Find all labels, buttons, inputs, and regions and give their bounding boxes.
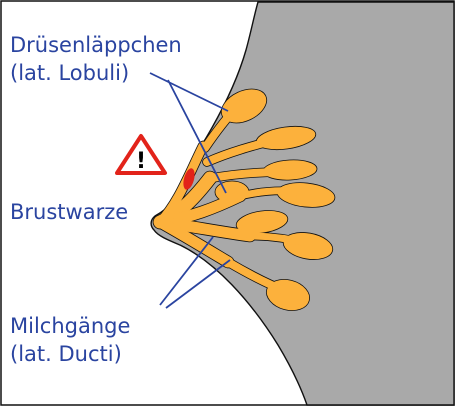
label-ducts: Milchgänge (lat. Ducti) [10, 312, 130, 368]
label-ducts-title: Milchgänge [10, 312, 130, 340]
label-ducts-latin: (lat. Ducti) [10, 340, 130, 368]
label-lobuli-title: Drüsenläppchen [10, 31, 182, 59]
label-nipple: Brustwarze [10, 198, 128, 226]
label-lobuli-latin: (lat. Lobuli) [10, 59, 182, 87]
warning-exclamation: ! [136, 149, 146, 174]
label-lobuli: Drüsenläppchen (lat. Lobuli) [10, 31, 182, 87]
